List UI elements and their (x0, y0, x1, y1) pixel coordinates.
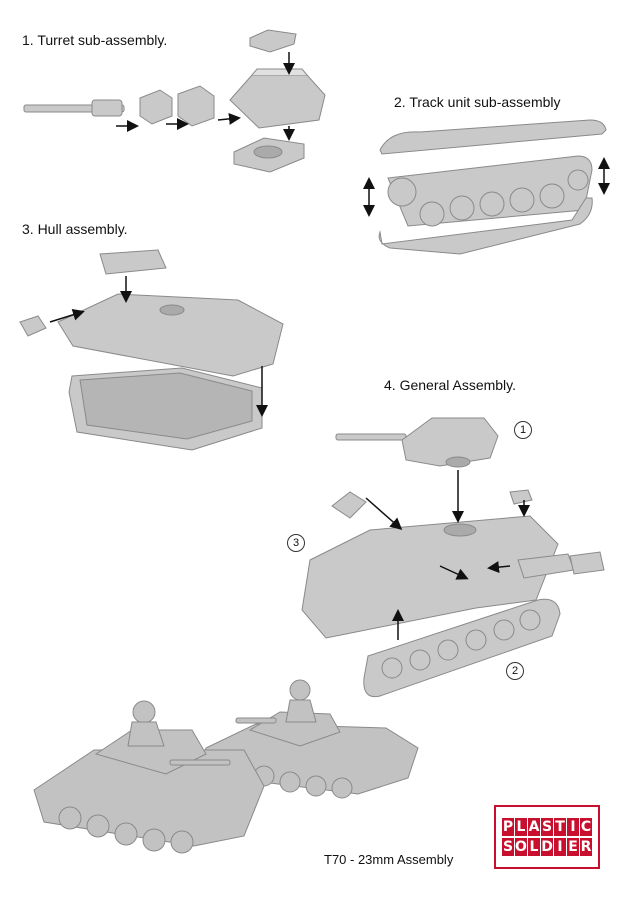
general-assembly-parts (301, 417, 605, 698)
finished-tanks (33, 679, 419, 854)
logo-letter: E (567, 838, 579, 856)
callout-1: 1 (514, 421, 532, 439)
logo-letter: L (515, 818, 527, 836)
callout-3: 3 (287, 534, 305, 552)
step-2-track-title: 2. Track unit sub-assembly (394, 94, 561, 110)
step-4-general-title: 4. General Assembly. (384, 377, 517, 393)
turret-parts (23, 29, 326, 173)
logo-letter: C (580, 818, 592, 836)
logo-letter: I (567, 818, 579, 836)
logo-letter: T (554, 818, 566, 836)
hull-parts (19, 249, 284, 451)
callout-2: 2 (506, 662, 524, 680)
logo-letter: P (502, 818, 514, 836)
step-1-turret-title: 1. Turret sub-assembly. (22, 32, 168, 48)
logo-letter: A (528, 818, 540, 836)
track-unit (378, 119, 607, 255)
caption: T70 - 23mm Assembly (324, 852, 454, 867)
step-3-hull-title: 3. Hull assembly. (22, 221, 128, 237)
logo-letter: O (515, 838, 527, 856)
logo-letter: S (502, 838, 514, 856)
logo-letter: S (541, 818, 553, 836)
logo-letter: D (541, 838, 553, 856)
logo-letter: I (554, 838, 566, 856)
logo-letter: L (528, 838, 540, 856)
logo-letter: R (580, 838, 592, 856)
